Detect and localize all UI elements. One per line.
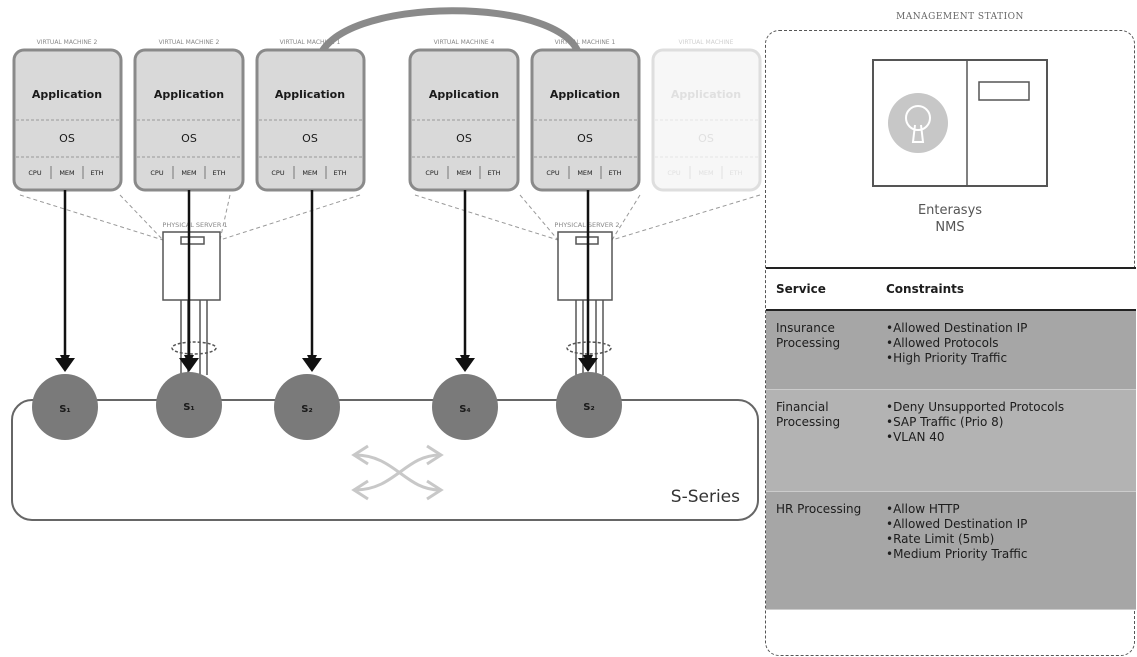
vm-hw-label: MEM (181, 169, 196, 177)
port-label-3: S₂ (301, 404, 313, 415)
vm-label: VIRTUAL MACHINE 4 (434, 39, 495, 46)
table-row: Insurance Processing Allowed Destination… (766, 311, 1136, 390)
nms-monitor-icon (872, 59, 1048, 187)
constraint-item: Allowed Protocols (886, 336, 1136, 351)
physical-server-2 (557, 231, 613, 375)
vm-application-label: Application (550, 88, 620, 101)
port-node-5 (556, 372, 622, 438)
vm-hw-label: MEM (59, 169, 74, 177)
constraint-item: Rate Limit (5mb) (886, 532, 1136, 547)
vm-application-label: Application (154, 88, 224, 101)
constraint-item: Medium Priority Traffic (886, 547, 1136, 562)
vm-dividers (16, 119, 637, 158)
switching-fabric-icon (351, 444, 444, 501)
vm-hw-label: CPU (28, 169, 41, 177)
vm-group (12, 48, 762, 192)
vm-os-label: OS (302, 132, 318, 145)
constraint-item: SAP Traffic (Prio 8) (886, 415, 1136, 430)
vm-application-label: Application (429, 88, 499, 101)
vm-label: VIRTUAL MACHINE (679, 39, 734, 46)
vm-label: VIRTUAL MACHINE 1 (280, 39, 341, 46)
management-station-title: MANAGEMENT STATION (896, 12, 1024, 22)
row-service: HR Processing (776, 502, 862, 516)
vm-hw-label: ETH (91, 169, 104, 177)
vm-label: VIRTUAL MACHINE 2 (37, 39, 98, 46)
nms-line1: Enterasys (917, 203, 983, 218)
port-label-4: S₄ (459, 404, 471, 415)
switch-port-labels: S₁ S₁ S₂ S₄ S₂ (59, 402, 595, 415)
vm-os-label: OS (59, 132, 75, 145)
constraint-list: Allow HTTP Allowed Destination IP Rate L… (886, 502, 1136, 562)
vm-hw-label: ETH (609, 169, 622, 177)
vm-hw-label: ETH (334, 169, 347, 177)
physical-server-1-label: PHYSICAL SERVER 1 (162, 221, 227, 229)
constraint-item: Allowed Destination IP (886, 321, 1136, 336)
port-node-3 (274, 374, 340, 440)
vm-label: VIRTUAL MACHINE 1 (555, 39, 616, 46)
table-row: HR Processing Allow HTTP Allowed Destina… (766, 492, 1136, 610)
vm-label: VIRTUAL MACHINE 2 (159, 39, 220, 46)
switch-ports (32, 372, 622, 440)
vm-port-arrows (60, 190, 593, 365)
port-label-1: S₁ (59, 404, 71, 415)
port-node-1 (32, 374, 98, 440)
vm-hw-label: CPU (546, 169, 559, 177)
port-label-2: S₁ (183, 402, 195, 413)
physical-server-1 (162, 231, 221, 375)
table-row: Financial Processing Deny Unsupported Pr… (766, 390, 1136, 492)
constraints-table: Service Constraints Insurance Processing… (766, 267, 1136, 610)
vm-hw-label: ETH (488, 169, 501, 177)
vm-application-label: Application (671, 88, 741, 101)
vm-hw-label: MEM (302, 169, 317, 177)
row-service: Insurance Processing (776, 321, 841, 350)
arrowheads (55, 358, 598, 372)
vm-hw-label: ETH (730, 169, 743, 177)
vm-hw-label: MEM (577, 169, 592, 177)
vm-hw-label: CPU (425, 169, 438, 177)
vm-migration-arrow (314, 7, 584, 63)
header-service: Service (776, 282, 826, 296)
port-node-4 (432, 374, 498, 440)
vm-hw-label: ETH (213, 169, 226, 177)
vm-os-label: OS (456, 132, 472, 145)
vm-os-label: OS (577, 132, 593, 145)
vm-hw-label: CPU (271, 169, 284, 177)
vm-server-links (19, 194, 761, 241)
switch-name: S-Series (671, 487, 740, 507)
vm-application-label: Application (275, 88, 345, 101)
keyhole-icon (888, 93, 948, 153)
vm-hw-label: MEM (698, 169, 713, 177)
constraint-list: Deny Unsupported Protocols SAP Traffic (… (886, 400, 1136, 445)
vm-application-label: Application (32, 88, 102, 101)
vm-hw-label: CPU (667, 169, 680, 177)
vm-hw-label: CPU (150, 169, 163, 177)
vm-os-label: OS (181, 132, 197, 145)
port-label-5: S₂ (583, 402, 595, 413)
port-node-2 (156, 372, 222, 438)
constraint-item: Allow HTTP (886, 502, 1136, 517)
nms-label: Enterasys NMS (850, 202, 1050, 236)
constraint-item: Deny Unsupported Protocols (886, 400, 1136, 415)
switch-chassis (11, 399, 759, 521)
vm-hw-label: MEM (456, 169, 471, 177)
header-constraints: Constraints (886, 282, 965, 296)
row-service: Financial Processing (776, 400, 841, 429)
vm-os-label: OS (698, 132, 714, 145)
constraint-item: VLAN 40 (886, 430, 1136, 445)
table-header: Service Constraints (766, 267, 1136, 311)
constraint-list: Allowed Destination IP Allowed Protocols… (886, 321, 1136, 366)
constraint-item: Allowed Destination IP (886, 517, 1136, 532)
constraint-item: High Priority Traffic (886, 351, 1136, 366)
nms-line2: NMS (935, 220, 965, 235)
